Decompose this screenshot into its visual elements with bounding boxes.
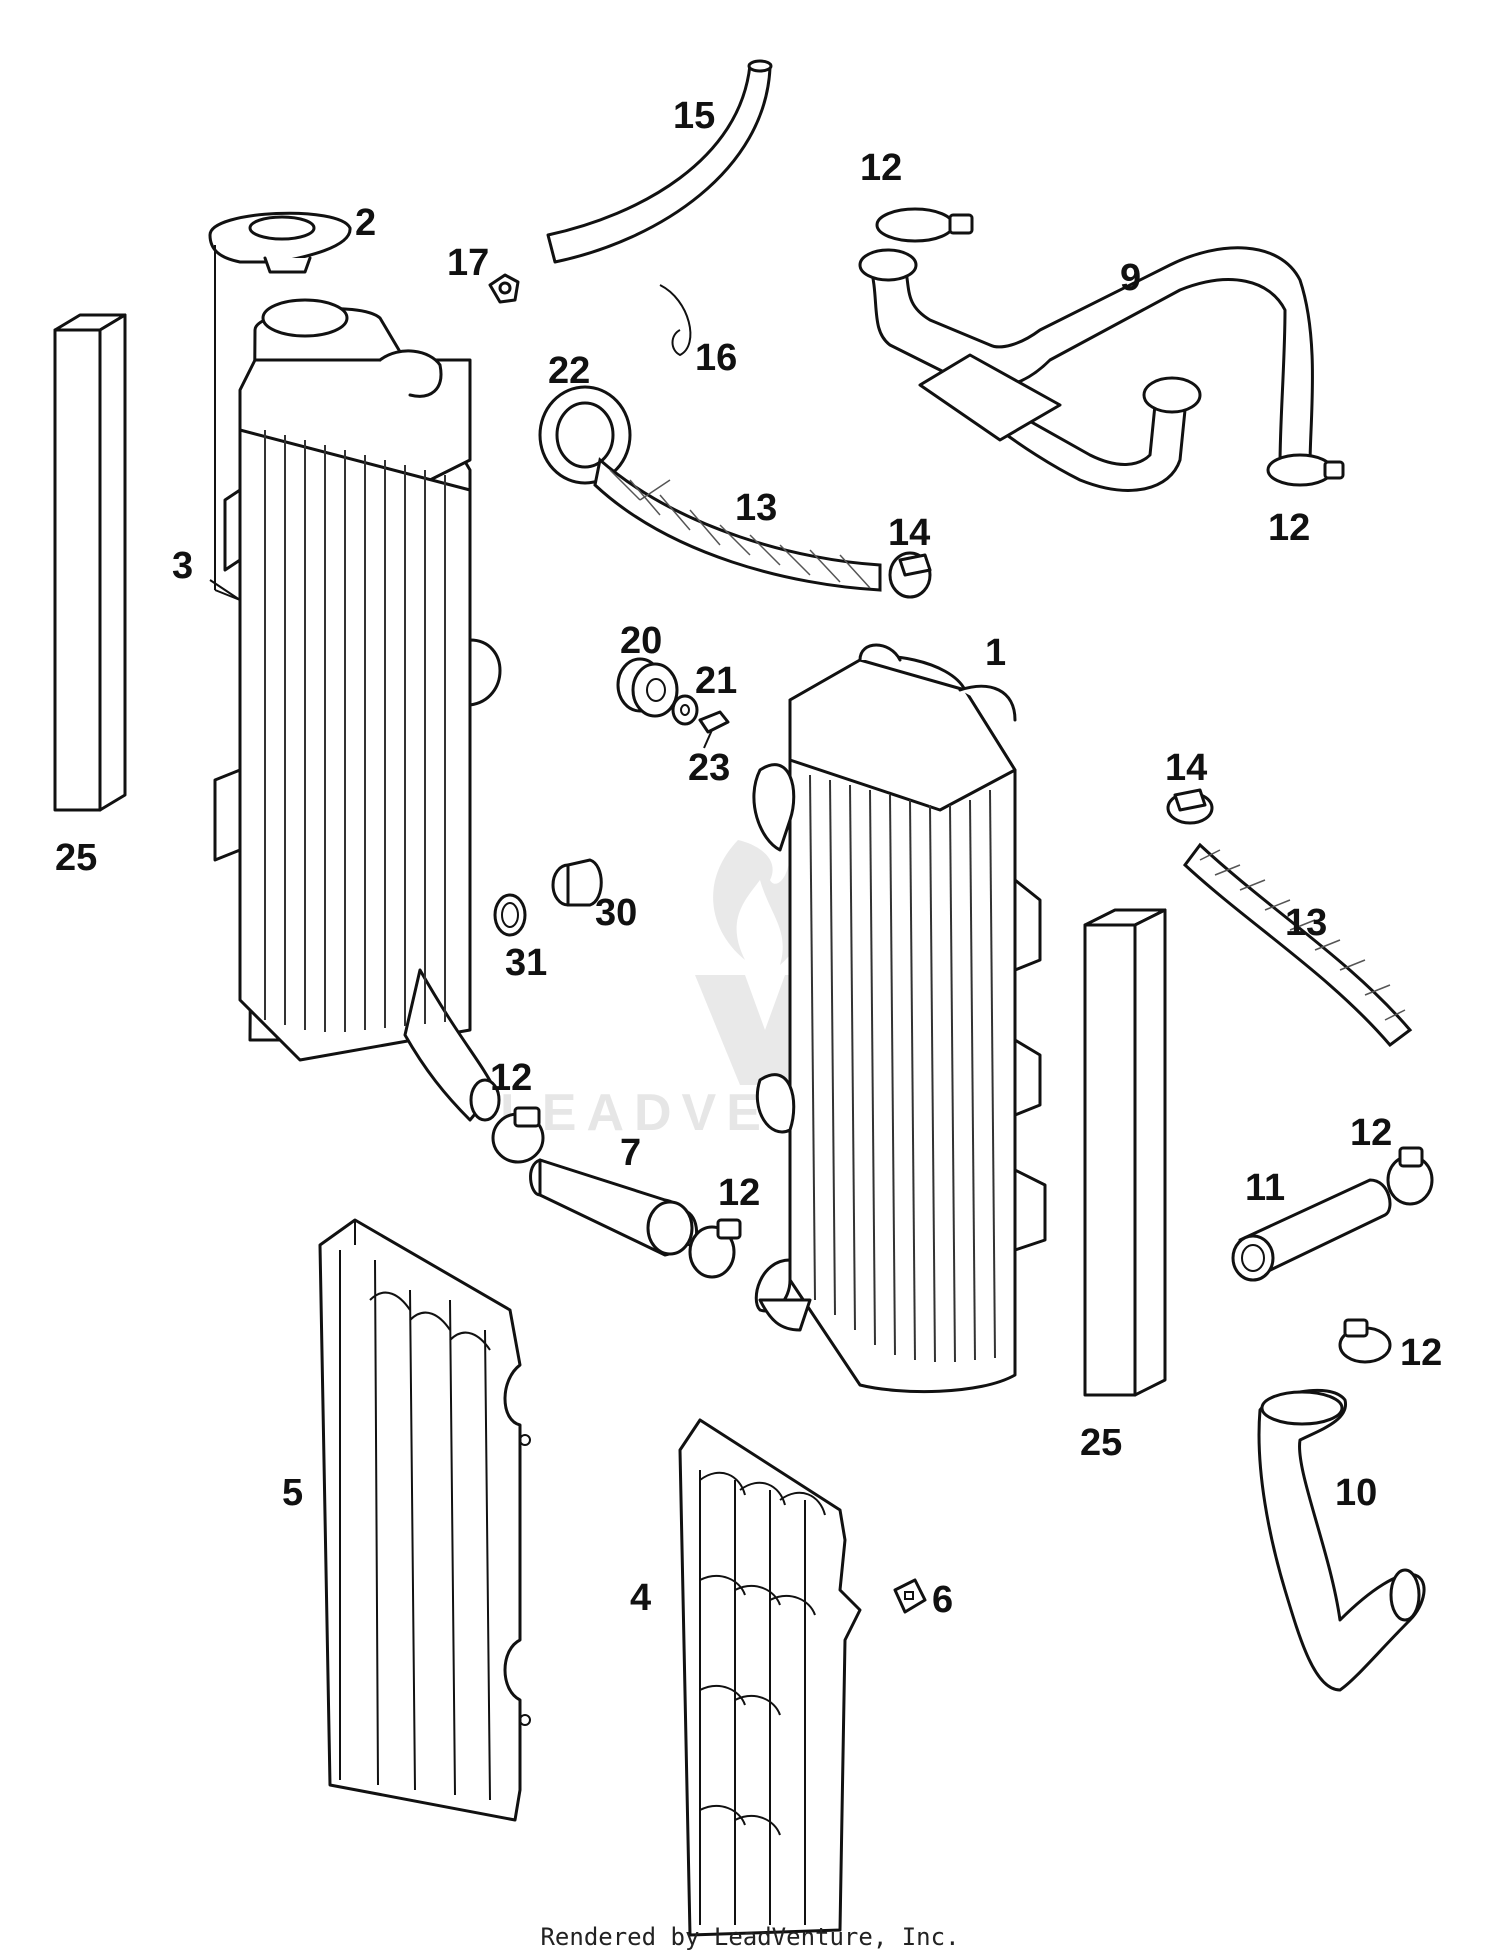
callout-21: 21	[695, 660, 737, 702]
part-6-mounting-clip	[893, 1578, 927, 1614]
callout-25-right: 25	[1080, 1422, 1122, 1464]
part-5-left-radiator-shroud	[318, 1218, 531, 1822]
part-1-right-radiator	[752, 643, 1047, 1394]
part-12-center-hose-clamp	[688, 1218, 742, 1279]
part-12-upper-right-clamp	[1386, 1146, 1434, 1206]
callout-11: 11	[1245, 1167, 1285, 1209]
part-30-drain-plug	[551, 858, 603, 907]
part-22-grommet	[538, 385, 632, 485]
part-21-washer	[671, 694, 699, 726]
callout-10: 10	[1335, 1472, 1377, 1514]
callout-12-center: 12	[718, 1172, 760, 1214]
part-17-screw	[488, 273, 520, 304]
right-radiator-fins	[809, 774, 996, 1363]
part-3-left-radiator	[213, 298, 502, 1122]
left-radiator-fins	[264, 430, 446, 1032]
part-23-bolt	[698, 710, 730, 749]
callout-17: 17	[447, 242, 489, 284]
part-13-right-braided-hose	[1182, 842, 1413, 1048]
callout-4: 4	[630, 1577, 651, 1619]
part-13-upper-braided-hose	[593, 457, 882, 592]
callout-20: 20	[620, 620, 662, 662]
part-2-radiator-cap	[208, 211, 352, 590]
callout-16: 16	[695, 337, 737, 379]
part-20-rubber-bushing	[616, 657, 679, 718]
callout-7: 7	[620, 1132, 641, 1174]
part-31-o-ring	[493, 893, 527, 937]
callout-14-right: 14	[1165, 747, 1207, 789]
part-12-right-hose-clamp	[1266, 453, 1345, 487]
part-4-right-radiator-shroud	[678, 1418, 862, 1937]
callout-30: 30	[595, 892, 637, 934]
part-12-lower-right-clamp	[1338, 1318, 1392, 1364]
callout-12-top: 12	[860, 147, 902, 189]
callout-12-lower-right: 12	[1400, 1332, 1442, 1374]
callout-13-upper: 13	[735, 487, 777, 529]
part-25-right-foam-strip	[1083, 908, 1167, 1397]
callout-31: 31	[505, 942, 547, 984]
part-9-y-hose	[858, 246, 1314, 492]
callout-12-right: 12	[1268, 507, 1310, 549]
part-16-hose-clip	[659, 284, 692, 357]
callout-3: 3	[172, 545, 193, 587]
callout-23: 23	[688, 747, 730, 789]
callout-15: 15	[673, 95, 715, 137]
part-7-straight-hose	[529, 1158, 699, 1257]
part-14-upper-hose-clamp	[888, 551, 932, 599]
callout-13-right: 13	[1285, 902, 1327, 944]
part-10-curved-hose	[1257, 1388, 1426, 1692]
leader-line-3	[209, 579, 241, 601]
callout-25-left: 25	[55, 837, 97, 879]
part-12-top-hose-clamp	[875, 207, 974, 243]
part-25-left-foam-strip	[53, 313, 127, 812]
callout-12-upper-right: 12	[1350, 1112, 1392, 1154]
callout-2: 2	[355, 202, 376, 244]
part-12-left-outlet-clamp	[491, 1106, 545, 1164]
part-15-overflow-hose	[546, 59, 773, 264]
callout-12-left-outlet: 12	[490, 1057, 532, 1099]
callout-5: 5	[282, 1472, 303, 1514]
callout-6: 6	[932, 1579, 953, 1621]
render-credit: Rendered by LeadVenture, Inc.	[540, 1923, 959, 1951]
callout-22: 22	[548, 350, 590, 392]
callout-14-upper: 14	[888, 512, 930, 554]
callout-1: 1	[985, 632, 1006, 674]
callout-9: 9	[1120, 257, 1141, 299]
part-14-right-hose-clamp	[1166, 788, 1214, 825]
part-11-short-hose	[1231, 1178, 1392, 1282]
